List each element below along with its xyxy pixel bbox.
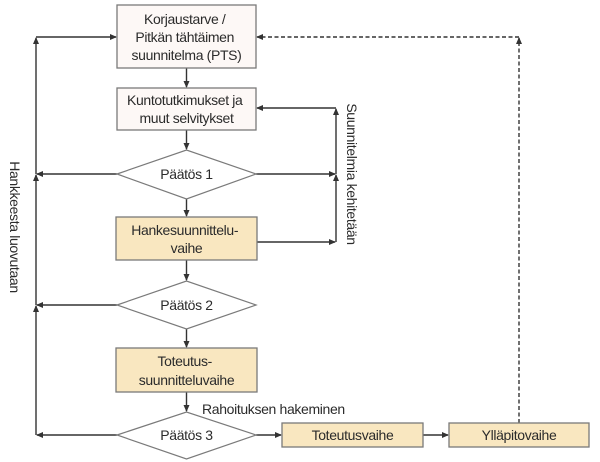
node-project-planning-label: Hankesuunnittelu- vaihe xyxy=(131,222,241,256)
node-maintenance-shape xyxy=(448,422,590,448)
node-maintenance: Ylläpitovaihe xyxy=(448,422,590,448)
node-maintenance-label: Ylläpitovaihe xyxy=(482,427,557,443)
node-implementation-planning-shape xyxy=(115,347,258,393)
node-surveys-shape xyxy=(116,87,257,131)
abandon-label: Hankkeesta luovutaan xyxy=(7,161,23,293)
node-pts-shape xyxy=(116,4,257,69)
node-implementation-label: Toteutusvaihe xyxy=(312,427,394,443)
node-project-planning: Hankesuunnittelu- vaihe xyxy=(115,216,258,261)
decision2-diamond xyxy=(115,280,258,330)
node-pts-label: Korjaustarve / Pitkän tähtäimen suunnite… xyxy=(132,11,242,63)
decision3-diamond xyxy=(115,411,258,460)
node-implementation: Toteutusvaihe xyxy=(281,422,424,448)
decision2-label: Päätös 2 xyxy=(160,297,213,313)
funding-label: Rahoituksen hakeminen xyxy=(202,401,345,417)
node-implementation-planning: Toteutus- suunnitteluvaihe xyxy=(115,347,258,393)
decision3-label: Päätös 3 xyxy=(160,427,213,443)
node-implementation-planning-label: Toteutus- suunnitteluvaihe xyxy=(139,353,235,388)
node-project-planning-shape xyxy=(115,216,258,261)
node-surveys: Kuntotutkimukset ja muut selvitykset xyxy=(116,87,257,131)
node-surveys-label: Kuntotutkimukset ja muut selvitykset xyxy=(127,92,246,126)
node-decision2: Päätös 2 xyxy=(115,280,258,330)
node-decision1: Päätös 1 xyxy=(115,149,258,200)
node-implementation-shape xyxy=(281,422,424,448)
refine-label: Suunnitelmia kehitetään xyxy=(344,103,360,244)
decision1-diamond xyxy=(115,149,258,200)
node-decision3: Päätös 3 xyxy=(115,411,258,460)
node-pts: Korjaustarve / Pitkän tähtäimen suunnite… xyxy=(116,4,257,69)
decision1-label: Päätös 1 xyxy=(160,166,213,182)
